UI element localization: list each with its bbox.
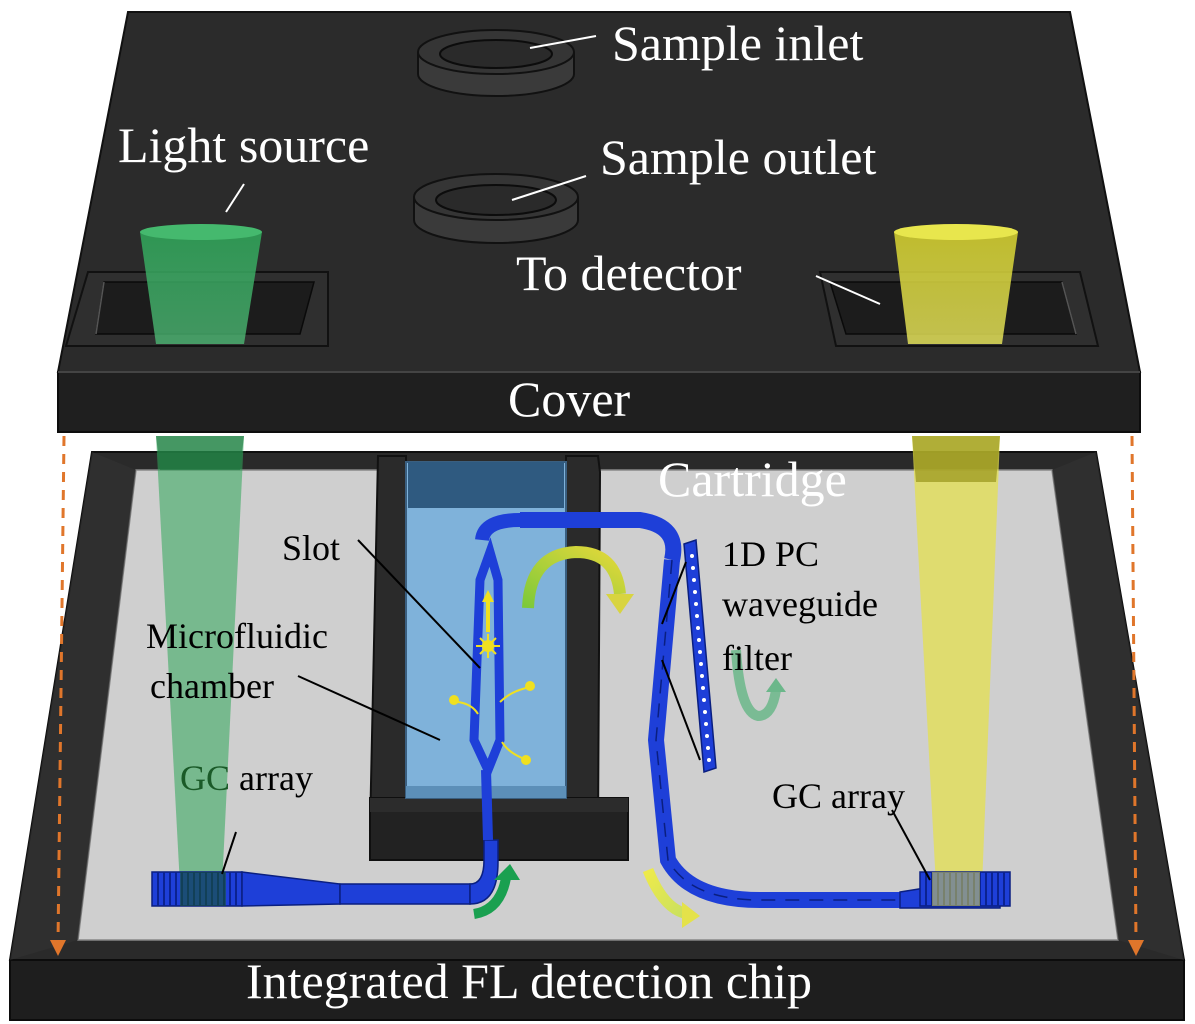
label-pc-line2: waveguide xyxy=(722,584,878,624)
label-light-source: Light source xyxy=(118,117,369,173)
outlet-ring-icon xyxy=(413,173,579,244)
leader-lines xyxy=(221,35,931,881)
fluorescence-spark-icon xyxy=(449,590,535,765)
label-microfluidic-line1: Microfluidic xyxy=(146,616,328,656)
guide-lines xyxy=(50,435,1144,956)
pc-filter-bar xyxy=(683,538,717,774)
yellow-curved-arrow-icon xyxy=(642,649,786,928)
chip-front-face xyxy=(9,959,1185,1021)
label-sample-outlet: Sample outlet xyxy=(600,129,876,185)
label-gc-left-prefix: GC xyxy=(180,758,230,798)
label-to-detector: To detector xyxy=(516,245,742,301)
labels: Sample inlet Sample outlet Light source … xyxy=(118,15,905,1009)
label-slot: Slot xyxy=(282,528,340,568)
label-sample-inlet: Sample inlet xyxy=(612,15,863,71)
label-gc-right: GC array xyxy=(772,776,905,816)
cover-plate xyxy=(56,11,1142,433)
label-microfluidic-line2: chamber xyxy=(150,666,274,706)
waveguide xyxy=(151,511,1011,909)
green-curved-arrow-icon xyxy=(472,545,634,919)
inlet-ring-icon xyxy=(417,29,575,97)
label-cover: Cover xyxy=(508,371,631,427)
label-gc-left-suffix: array xyxy=(230,758,313,798)
label-chip: Integrated FL detection chip xyxy=(246,953,812,1009)
label-pc-line3: filter xyxy=(722,638,792,678)
green-beam xyxy=(140,224,262,886)
label-pc-line1: 1D PC xyxy=(722,534,819,574)
label-gc-left: GC array xyxy=(180,758,313,798)
label-cartridge: Cartridge xyxy=(658,451,847,507)
yellow-beam xyxy=(894,224,1018,886)
